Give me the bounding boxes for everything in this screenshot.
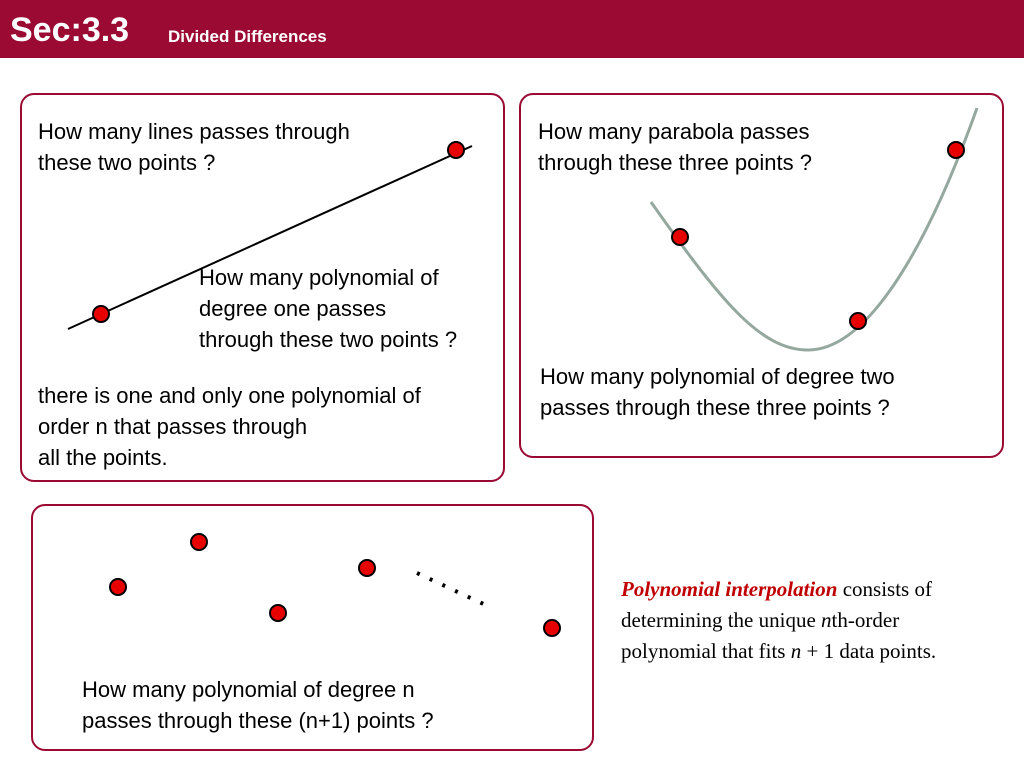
note-text: polynomial that fits [621, 639, 791, 663]
data-point [543, 619, 561, 637]
text-line: all the points. [38, 445, 168, 470]
data-point [849, 312, 867, 330]
text-line: these two points ? [38, 150, 216, 175]
text-line: degree one passes [199, 296, 387, 321]
text-line: How many parabola passes [538, 119, 810, 144]
text-line: How many lines passes through [38, 119, 350, 144]
data-point [671, 228, 689, 246]
text-line: passes through these (n+1) points ? [82, 708, 434, 733]
keyword-polynomial-interpolation: Polynomial interpolation [621, 577, 838, 601]
text-line: there is one and only one polynomial of [38, 383, 421, 408]
data-point [92, 305, 110, 323]
degree-n-question: How many polynomial of degree n passes t… [82, 674, 434, 736]
uniqueness-statement: there is one and only one polynomial of … [38, 380, 421, 473]
note-text: th-order [831, 608, 900, 632]
text-line: through these two points ? [199, 327, 458, 352]
three-points-panel [519, 93, 1004, 458]
data-point [269, 604, 287, 622]
text-line: passes through these three points ? [540, 395, 890, 420]
data-point [190, 533, 208, 551]
parabola-question: How many parabola passes through these t… [538, 116, 812, 178]
note-line-2: determining the unique nth-order [621, 605, 936, 636]
note-line-3: polynomial that fits n + 1 data points. [621, 636, 936, 667]
data-point [947, 141, 965, 159]
line-through-two-points [67, 145, 473, 330]
two-points-panel [20, 93, 505, 482]
variable-n: n [821, 608, 832, 632]
data-point [447, 141, 465, 159]
section-title: Divided Differences [168, 27, 327, 46]
lines-question: How many lines passes through these two … [38, 116, 350, 178]
n-plus-one-points-panel [31, 504, 594, 751]
text-line: order n that passes through [38, 414, 308, 439]
note-text: consists of [837, 577, 932, 601]
degree-two-question: How many polynomial of degree two passes… [540, 361, 895, 423]
note-text: + 1 data points. [801, 639, 937, 663]
text-line: How many polynomial of degree n [82, 677, 415, 702]
text-line: How many polynomial of [199, 265, 439, 290]
text-line: through these three points ? [538, 150, 812, 175]
note-line-1: Polynomial interpolation consists of [621, 574, 936, 605]
variable-n: n [790, 639, 802, 663]
parabola-curve [649, 107, 979, 352]
section-number: Sec:3.3 [10, 11, 130, 49]
ellipsis-dots [416, 571, 493, 610]
data-point [109, 578, 127, 596]
text-line: How many polynomial of degree two [540, 364, 895, 389]
interpolation-definition: Polynomial interpolation consists of det… [621, 574, 936, 667]
note-text: determining the unique [621, 608, 822, 632]
data-point [358, 559, 376, 577]
slide-header: Sec:3.3 Divided Differences [0, 0, 1024, 58]
degree-one-question: How many polynomial of degree one passes… [199, 262, 457, 355]
